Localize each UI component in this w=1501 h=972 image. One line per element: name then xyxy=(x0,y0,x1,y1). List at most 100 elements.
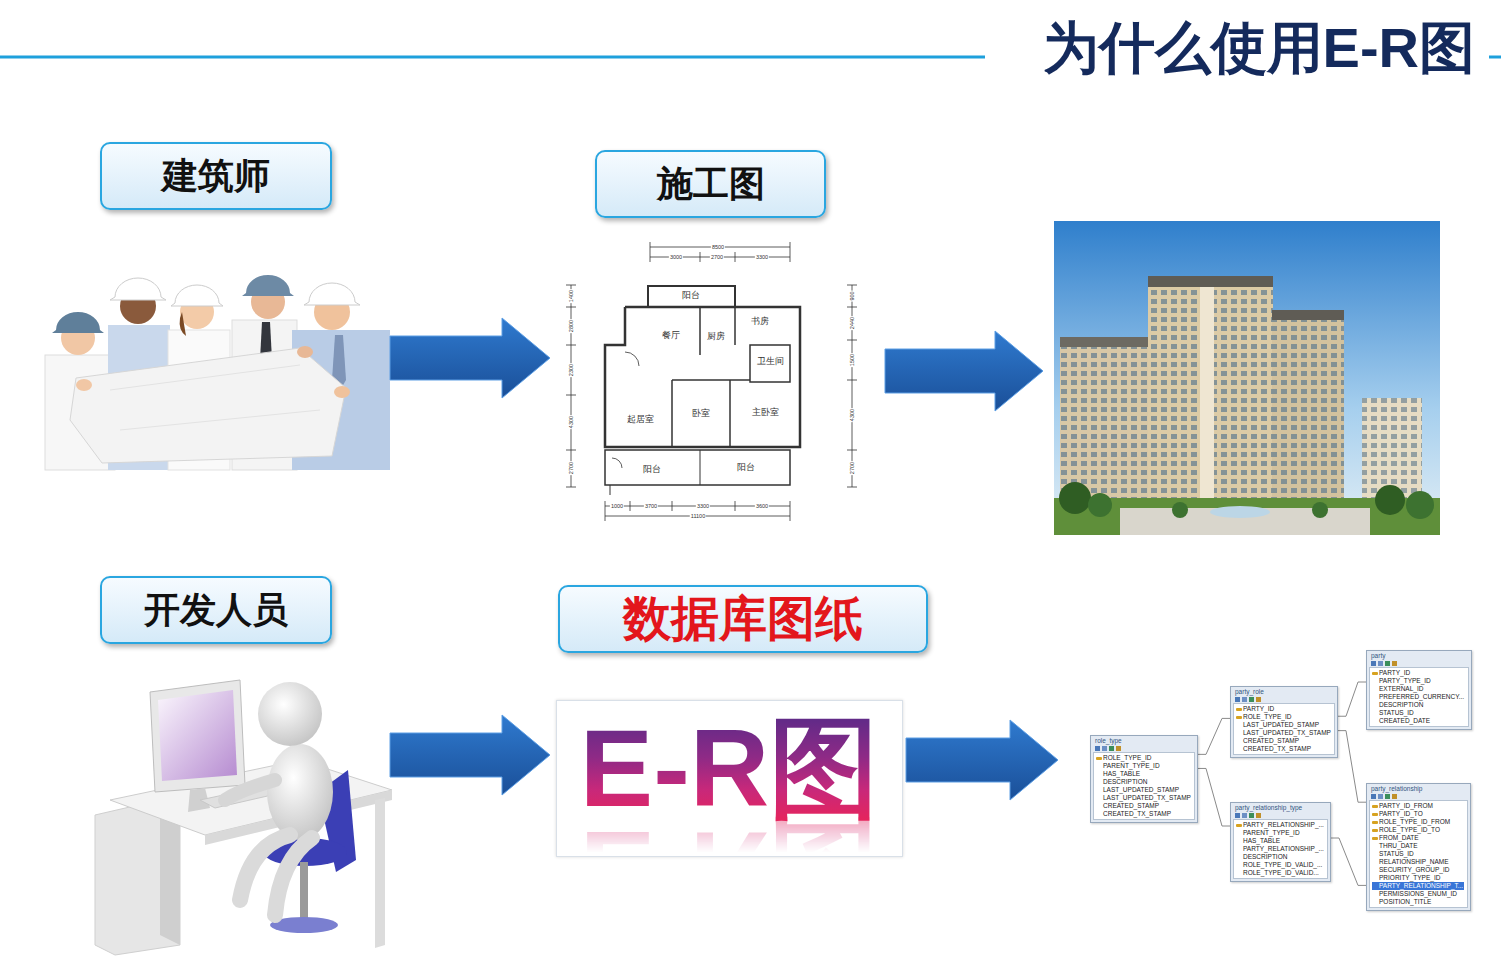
key-icon xyxy=(1236,747,1243,752)
relation-line xyxy=(1338,682,1366,716)
field-name: PARTY_RELATIONSHIP_T... xyxy=(1379,882,1463,890)
building-photo xyxy=(1272,310,1344,320)
dimension-label: 4300 xyxy=(568,415,574,429)
field-name: ROLE_TYPE_ID_VALID_... xyxy=(1243,861,1322,869)
key-icon xyxy=(1096,812,1103,817)
toolbar-icon xyxy=(1392,661,1397,666)
building-photo xyxy=(1059,482,1091,514)
key-icon xyxy=(1372,892,1379,897)
field-row: ROLE_TYPE_ID_FROM xyxy=(1372,818,1464,826)
relation-line xyxy=(1331,838,1366,885)
field-row: PRIORITY_TYPE_ID xyxy=(1372,874,1464,882)
floor-plan xyxy=(729,380,731,447)
field-list: PARTY_ID_FROMPARTY_ID_TOROLE_TYPE_ID_FRO… xyxy=(1369,800,1468,908)
field-name: PARTY_TYPE_ID xyxy=(1379,677,1431,685)
field-name: HAS_TABLE xyxy=(1243,837,1280,845)
room-label: 书房 xyxy=(750,317,770,327)
field-name: CREATED_TX_STAMP xyxy=(1103,810,1171,818)
field-name: STATUS_ID xyxy=(1379,709,1414,717)
key-icon xyxy=(1236,831,1243,836)
toolbar-icon xyxy=(1256,697,1261,702)
label-box: 开发人员 xyxy=(100,576,332,644)
relation-line xyxy=(1198,718,1230,754)
floor-plan xyxy=(671,380,673,447)
toolbar-icon xyxy=(1378,661,1383,666)
key-icon xyxy=(1372,695,1379,700)
field-name: FROM_DATE xyxy=(1379,834,1419,842)
field-name: CREATED_STAMP xyxy=(1103,802,1159,810)
key-icon xyxy=(1236,847,1243,852)
field-name: PREFERRED_CURRENCY... xyxy=(1379,693,1464,701)
field-name: CREATED_TX_STAMP xyxy=(1243,745,1311,753)
key-icon xyxy=(1096,764,1103,769)
field-row: PARENT_TYPE_ID xyxy=(1096,762,1191,770)
key-icon xyxy=(1372,868,1379,873)
field-name: CREATED_STAMP xyxy=(1243,737,1299,745)
developer-figure xyxy=(158,690,237,781)
box-label: 开发人员 xyxy=(144,589,288,630)
box-label: 数据库图纸 xyxy=(623,591,863,646)
building-photo xyxy=(1272,318,1344,520)
toolbar-icons xyxy=(1233,812,1328,819)
floor-plan xyxy=(605,450,790,485)
developer-figure xyxy=(375,798,385,948)
toolbar-icon xyxy=(1249,813,1254,818)
field-name: ROLE_TYPE_ID_FROM xyxy=(1379,818,1450,826)
field-list: PARTY_RELATIONSHIP_...PARENT_TYPE_IDHAS_… xyxy=(1233,819,1328,879)
field-row: PERMISSIONS_ENUM_ID xyxy=(1372,890,1464,898)
block-arrow xyxy=(390,318,550,398)
table-name: party_relationship_type xyxy=(1233,804,1328,812)
field-name: STATUS_ID xyxy=(1379,850,1414,858)
field-row: ROLE_TYPE_ID xyxy=(1236,713,1331,721)
field-name: RELATIONSHIP_NAME xyxy=(1379,858,1449,866)
key-icon xyxy=(1236,723,1243,728)
field-name: ROLE_TYPE_ID xyxy=(1243,713,1291,721)
field-list: PARTY_IDROLE_TYPE_IDLAST_UPDATED_STAMPLA… xyxy=(1233,703,1335,755)
field-row: EXTERNAL_ID xyxy=(1372,685,1465,693)
developer-figure xyxy=(300,862,308,922)
developer-figure xyxy=(267,744,333,840)
field-row: PARTY_TYPE_ID xyxy=(1372,677,1465,685)
dimension-label: 2800 xyxy=(568,319,574,333)
key-icon xyxy=(1372,719,1379,724)
key-icon xyxy=(1372,837,1378,840)
field-name: LAST_UPDATED_TX_STAMP xyxy=(1103,794,1191,802)
label-box: 建筑师 xyxy=(100,142,332,210)
toolbar-icon xyxy=(1109,746,1114,751)
block-arrow xyxy=(885,331,1043,411)
building-photo xyxy=(1148,276,1273,287)
field-name: CREATED_DATE xyxy=(1379,717,1430,725)
dimension-label: 2700 xyxy=(710,254,724,260)
building-photo xyxy=(1172,502,1188,518)
room-label: 阳台 xyxy=(681,291,701,301)
field-name: ROLE_TYPE_ID xyxy=(1103,754,1151,762)
key-icon xyxy=(1236,708,1242,711)
building-photo xyxy=(1060,337,1155,347)
key-icon xyxy=(1236,839,1243,844)
field-name: PARTY_RELATIONSHIP_... xyxy=(1243,821,1324,829)
toolbar-icon xyxy=(1256,813,1261,818)
key-icon xyxy=(1236,716,1242,719)
room-label: 餐厅 xyxy=(661,331,681,341)
architects-photo xyxy=(110,365,320,430)
key-icon xyxy=(1236,863,1243,868)
er-title-text: E-R图 xyxy=(580,713,879,823)
toolbar-icon xyxy=(1102,746,1107,751)
key-icon xyxy=(1236,855,1243,860)
field-row: HAS_TABLE xyxy=(1096,770,1191,778)
field-name: HAS_TABLE xyxy=(1103,770,1140,778)
field-name: LAST_UPDATED_STAMP xyxy=(1103,786,1179,794)
dimension-label: 2440 xyxy=(849,316,855,330)
key-icon xyxy=(1096,804,1103,809)
architects-photo xyxy=(45,275,390,470)
toolbar-icon xyxy=(1371,661,1376,666)
table-name: party xyxy=(1369,652,1469,660)
architects-photo xyxy=(334,386,350,398)
field-row: CREATED_TX_STAMP xyxy=(1236,745,1331,753)
architects-photo xyxy=(70,348,346,463)
toolbar-icons xyxy=(1093,745,1195,752)
floor-plan xyxy=(625,352,639,366)
field-row: CREATED_STAMP xyxy=(1096,802,1191,810)
field-row: DESCRIPTION xyxy=(1372,701,1465,709)
toolbar-icon xyxy=(1392,794,1397,799)
